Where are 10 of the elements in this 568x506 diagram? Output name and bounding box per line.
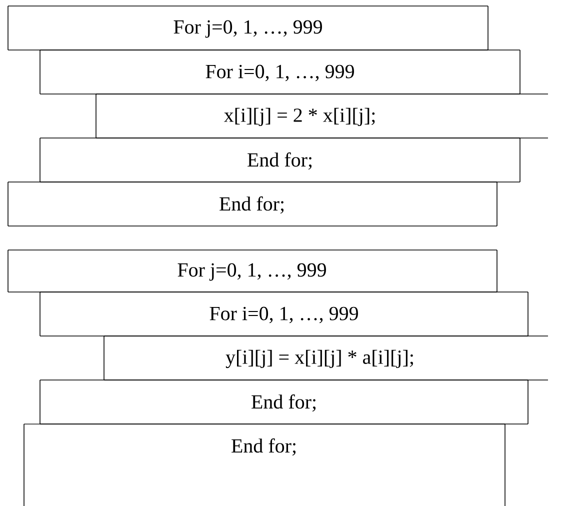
code-block: End for; xyxy=(24,424,506,506)
code-block: For j=0, 1, …, 999 xyxy=(8,250,498,292)
code-block: For i=0, 1, …, 999 xyxy=(40,292,528,336)
code-block: End for; xyxy=(40,138,520,182)
code-block: x[i][j] = 2 * x[i][j]; xyxy=(96,94,548,138)
code-block: For j=0, 1, …, 999 xyxy=(8,6,488,50)
code-block: y[i][j] = x[i][j] * a[i][j]; xyxy=(104,336,548,380)
code-block: End for; xyxy=(8,182,498,226)
code-block: End for; xyxy=(40,380,528,424)
code-block: For i=0, 1, …, 999 xyxy=(40,50,520,94)
